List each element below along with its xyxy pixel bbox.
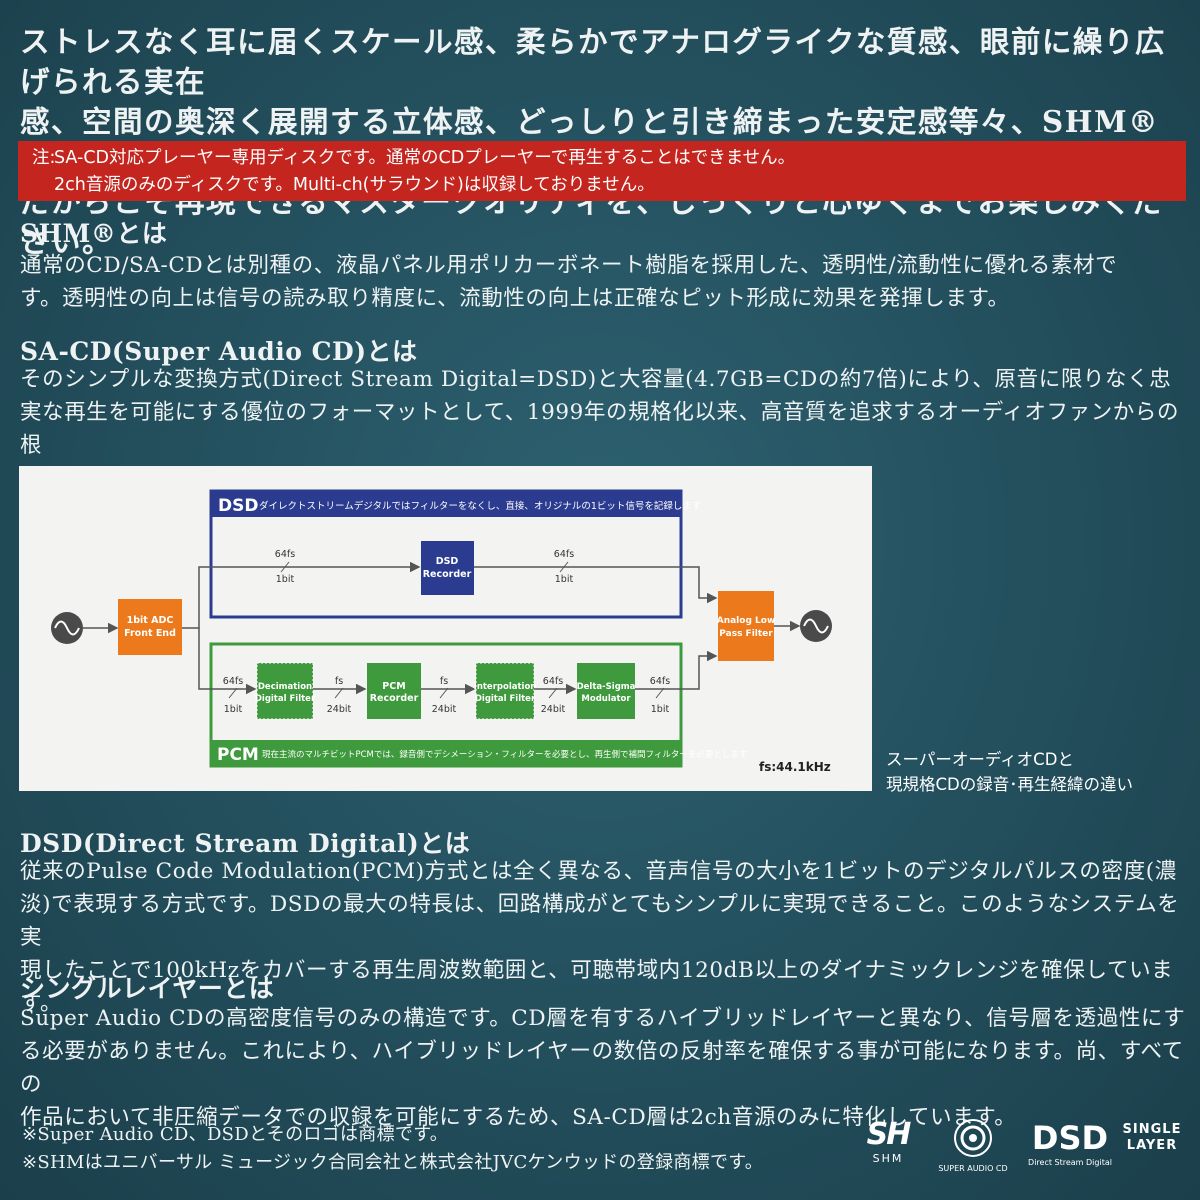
shm-logo-text: SHM <box>872 1152 904 1165</box>
dsd-recorder-label-1: DSD <box>436 556 459 567</box>
logo-row: SH SHM SUPER AUDIO CD DSD Direct Stream … <box>850 1118 1190 1188</box>
footer-notes: ※Super Audio CD、DSDとそのロゴは商標です。 ※SHMはユニバー… <box>22 1121 763 1177</box>
sacd-disc-icon <box>954 1119 992 1157</box>
pcm-recorder-block <box>367 663 421 719</box>
sacd-logo: SUPER AUDIO CD <box>928 1118 1018 1173</box>
signal-flow-diagram: DSD ダイレクトストリームデジタルではフィルターをなくし、直接、オリジナルの1… <box>19 466 872 791</box>
pcm-rate-4: 64fs <box>543 676 563 687</box>
dsd-header <box>211 491 681 517</box>
adc-label-1: 1bit ADC <box>127 615 174 626</box>
pcm-description: 現在主流のマルチビットPCMでは、録音側でデシメーション・フィルターを必要とし、… <box>262 749 747 760</box>
delta-sigma-block <box>577 663 635 719</box>
footer-line-1: ※Super Audio CD、DSDとそのロゴは商標です。 <box>22 1124 448 1145</box>
notice-label: 注: <box>32 148 56 168</box>
decimation-block <box>256 662 314 720</box>
dsd-logo-text: Direct Stream Digital <box>1028 1158 1112 1167</box>
dsd-heading: DSD(Direct Stream Digital)とは <box>20 829 471 858</box>
dsd-logo-mark: DSD <box>1031 1119 1109 1157</box>
interpolation-block <box>475 662 535 720</box>
interpolation-label-1: Interpolation <box>474 682 537 692</box>
pcm-bits-1: 1bit <box>224 704 243 715</box>
dsd-in-rate: 64fs <box>275 549 295 560</box>
shm-body: 通常のCD/SA-CDとは別種の、液晶パネル用ポリカーボネート樹脂を採用した、透… <box>20 253 1118 311</box>
dsd-title: DSD <box>218 496 258 516</box>
single-layer-logo-line-2: LAYER <box>1126 1138 1178 1153</box>
notice-line-1: 注: SA-CD対応プレーヤー専用ディスクです。通常のCDプレーヤーで再生するこ… <box>32 145 1186 172</box>
pcm-bits-4: 24bit <box>541 704 566 715</box>
pcm-rate-1: 64fs <box>223 676 243 687</box>
shm-heading: SHM®とは <box>20 219 168 248</box>
notice-banner: 注: SA-CD対応プレーヤー専用ディスクです。通常のCDプレーヤーで再生するこ… <box>18 141 1186 201</box>
shm-logo: SH SHM <box>858 1117 918 1166</box>
footer-line-2: ※SHMはユニバーサル ミュージック合同会社と株式会社JVCケンウッドの登録商標… <box>22 1152 764 1173</box>
delta-sigma-label-1: Delta-Sigma <box>577 682 636 692</box>
pcm-rate-3: fs <box>440 676 448 687</box>
signal-flow-svg: DSD ダイレクトストリームデジタルではフィルターをなくし、直接、オリジナルの1… <box>51 489 832 774</box>
single-layer-heading: シングルレイヤーとは <box>20 974 275 1003</box>
pcm-recorder-label-1: PCM <box>382 681 405 692</box>
pcm-rate-5: 64fs <box>650 676 670 687</box>
dsd-body: 従来のPulse Code Modulation(PCM)方式とは全く異なる、音… <box>20 859 1180 1016</box>
decimation-label-1: Decimation <box>258 682 312 692</box>
single-layer-logo-line-1: SINGLE <box>1122 1122 1182 1137</box>
pcm-recorder-label-2: Recorder <box>370 693 419 704</box>
delta-sigma-label-2: Modulator <box>581 694 631 704</box>
diagram-caption: スーパーオーディオCDと 現規格CDの録音･再生経緯の違い <box>886 747 1186 797</box>
dsd-recorder-block <box>421 541 474 595</box>
sacd-heading: SA-CD(Super Audio CD)とは <box>20 337 418 366</box>
shm-logo-mark: SH <box>866 1117 912 1152</box>
pcm-bits-2: 24bit <box>327 704 352 715</box>
pcm-bits-5: 1bit <box>651 704 670 715</box>
pcm-bits-3: 24bit <box>432 704 457 715</box>
dsd-recorder-label-2: Recorder <box>423 569 472 580</box>
caption-line-2: 現規格CDの録音･再生経緯の違い <box>886 775 1133 794</box>
interpolation-label-2: Digital Filter <box>475 694 536 704</box>
sacd-logo-text: SUPER AUDIO CD <box>938 1164 1008 1173</box>
pcm-rate-2: fs <box>335 676 343 687</box>
caption-line-1: スーパーオーディオCDと <box>886 750 1074 769</box>
analog-lpf-block <box>718 591 774 661</box>
single-layer-body: Super Audio CDの高密度信号のみの構造です。CD層を有するハイブリッ… <box>20 1006 1186 1130</box>
dsd-out-bits: 1bit <box>555 574 574 585</box>
adc-block <box>118 599 182 655</box>
pcm-header <box>211 740 681 766</box>
pcm-title: PCM <box>217 745 259 765</box>
sacd-body: そのシンプルな変換方式(Direct Stream Digital=DSD)と大… <box>20 367 1180 491</box>
decimation-label-2: Digital Filter <box>255 694 316 704</box>
analog-lpf-label-2: Pass Filter <box>719 629 773 639</box>
single-layer-logo: SINGLE LAYER <box>1118 1122 1186 1154</box>
notice-text-1: SA-CD対応プレーヤー専用ディスクです。通常のCDプレーヤーで再生することはで… <box>54 148 796 168</box>
dsd-logo: DSD Direct Stream Digital <box>1020 1118 1120 1167</box>
dsd-out-rate: 64fs <box>554 549 574 560</box>
dsd-in-bits: 1bit <box>276 574 295 585</box>
fs-note: fs:44.1kHz <box>759 760 831 774</box>
analog-lpf-label-1: Analog Low <box>717 616 776 626</box>
notice-line-2: 2ch音源のみのディスクです。Multi-ch(サラウンド)は収録しておりません… <box>54 175 655 195</box>
dsd-description: ダイレクトストリームデジタルではフィルターをなくし、直接、オリジナルの1ビット信… <box>259 500 701 512</box>
adc-label-2: Front End <box>124 628 176 639</box>
